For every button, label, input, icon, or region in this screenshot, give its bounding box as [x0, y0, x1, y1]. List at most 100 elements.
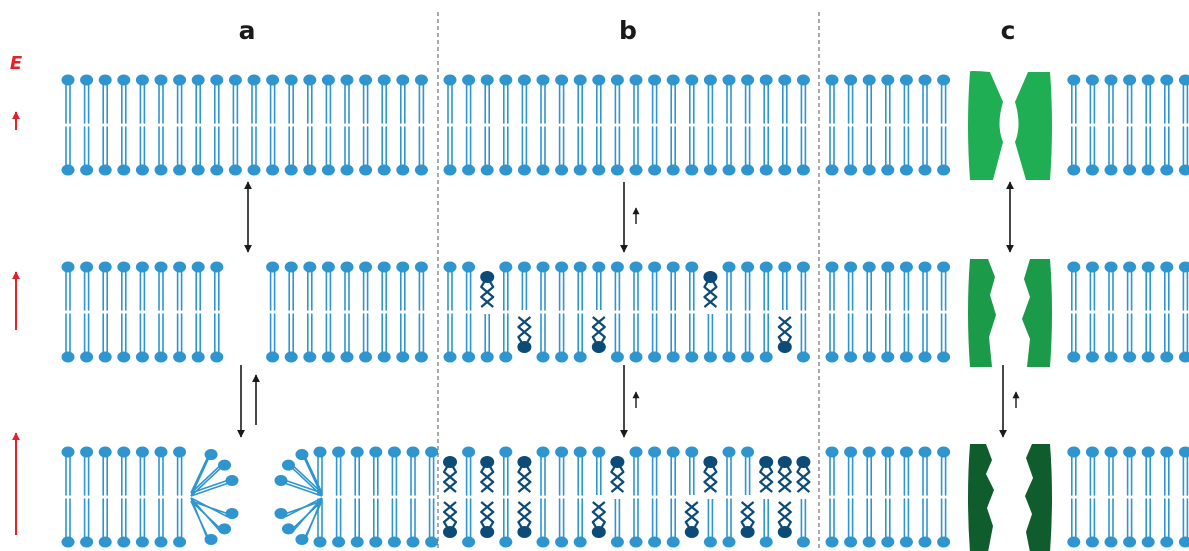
b-row2-lipid	[758, 260, 774, 364]
transition-arrows	[237, 181, 1020, 438]
c-row3-membrane-protein	[968, 444, 1052, 551]
b-row3-lipid-half	[592, 446, 606, 495]
c-row2-lipid	[1178, 260, 1189, 364]
a-row1-lipid	[97, 73, 113, 177]
b-row2-lipid	[684, 260, 700, 364]
c-row3-lipid	[1085, 445, 1100, 549]
b-row1-lipid	[777, 73, 793, 177]
b-row1-lipid	[628, 73, 644, 177]
panel-label-b: b	[619, 16, 637, 45]
b-row1-lipid	[498, 73, 514, 177]
c-row1-membrane-protein-left-subunit	[968, 71, 1003, 180]
a-row1-lipid	[190, 73, 206, 177]
b-row1-lipid	[442, 73, 458, 177]
c-row1-lipid	[1103, 73, 1119, 177]
c-row3-lipid	[936, 445, 951, 549]
c-row2-lipid	[1122, 260, 1137, 364]
a-row1-lipid	[414, 73, 429, 177]
c-row3-lipid	[861, 445, 877, 549]
b-row3-lipid-half	[759, 499, 773, 548]
c-row2-membrane-protein-right-subunit	[1022, 259, 1052, 367]
a-row3-lipid	[424, 445, 439, 549]
a-row1-lipid	[79, 73, 94, 177]
c-row3-lipid	[1178, 445, 1189, 549]
c-row2-lipid	[824, 260, 840, 364]
a-row3-pore-rim-left	[190, 449, 239, 545]
b-row3-lipid	[535, 445, 551, 549]
c-row3-lipid	[824, 445, 840, 549]
b-row1-lipid	[758, 73, 774, 177]
c-row2-lipid	[917, 260, 933, 364]
b-row2-lipid-half	[592, 261, 606, 310]
a-row2-lipid	[265, 260, 280, 364]
c-row3-lipid	[1122, 445, 1137, 549]
a-row1-lipid	[153, 73, 169, 177]
b-row3-lipid-half	[796, 499, 810, 548]
b-row3-lipid-half	[610, 499, 624, 548]
b-row3-oxidized-lipid	[740, 501, 755, 538]
c-row1-lipid	[1066, 73, 1082, 177]
panel-label-a: a	[239, 16, 256, 45]
c-row1-lipid	[917, 73, 933, 177]
b-row3-lipid	[498, 445, 514, 549]
b-row3-oxidized-lipid	[684, 501, 699, 538]
b-row2-oxidized-lipid	[480, 271, 495, 308]
b-row2-lipid	[554, 260, 569, 364]
c-row1-lipid	[1159, 73, 1175, 177]
a-row1-lipid	[209, 73, 225, 177]
a-row3-lipid	[153, 445, 169, 549]
a-row3-lipid	[349, 445, 365, 549]
b-row1-lipid	[479, 73, 495, 177]
a-row2-lipid	[79, 260, 94, 364]
c-row3-lipid	[1103, 445, 1119, 549]
a-row3-lipid	[97, 445, 113, 549]
b-row3-lipid-half	[741, 446, 755, 495]
a-row2-lipid	[339, 260, 355, 364]
b-row2-oxidized-lipid	[777, 316, 792, 353]
b-row3-oxidized-lipid	[610, 456, 625, 493]
b-row3-lipid-half	[703, 499, 717, 548]
b-row2-lipid	[628, 260, 644, 364]
a-row3-lipid	[135, 445, 150, 549]
b-row2-lipid	[610, 260, 625, 364]
a-row3-lipid	[172, 445, 187, 549]
c-row1-lipid	[1140, 73, 1156, 177]
panel-label-c: c	[1001, 16, 1016, 45]
b-row1-lipid	[647, 73, 662, 177]
b-row1-lipid	[796, 73, 811, 177]
b-row3-oxidized-lipid	[591, 501, 606, 538]
b-row3-lipid	[554, 445, 569, 549]
energy-axis-label: E	[10, 53, 23, 74]
b-row3-oxidized-lipid	[442, 501, 458, 538]
c-row3-lipid	[1140, 445, 1156, 549]
c-row1-lipid	[824, 73, 840, 177]
c-row1-lipid	[861, 73, 877, 177]
c-row2-membrane-protein	[968, 259, 1052, 367]
a-row2-lipid	[153, 260, 169, 364]
a-row1-lipid	[283, 73, 299, 177]
b-row2-lipid-half	[703, 314, 717, 363]
b-row3-oxidized-lipid	[517, 501, 532, 538]
c-row3-membrane-protein-left-subunit	[968, 444, 994, 551]
a-row1-lipid	[395, 73, 411, 177]
c-row2-lipid	[861, 260, 877, 364]
a-row3-lipid	[387, 445, 402, 549]
a-row1-lipid	[228, 73, 243, 177]
c-row2-lipid	[1159, 260, 1175, 364]
a-row1-lipid	[60, 73, 76, 177]
c-row1-lipid	[899, 73, 914, 177]
a-row2-lipid	[283, 260, 299, 364]
c-row3-membrane-protein-right-subunit	[1025, 444, 1052, 551]
c-row2-lipid	[1103, 260, 1119, 364]
c-row3-lipid	[880, 445, 896, 549]
a-row1-lipid	[265, 73, 280, 177]
a-row2-lipid	[414, 260, 429, 364]
a-row3-lipid	[312, 445, 328, 549]
a-row3-lipid	[116, 445, 132, 549]
c-row2-lipid	[843, 260, 858, 364]
b-row3-oxidized-lipid	[703, 456, 718, 493]
a-row3-lipid	[331, 445, 346, 549]
c-row3-lipid	[899, 445, 914, 549]
a-row1-lipid	[172, 73, 187, 177]
b-row2-lipid	[796, 260, 811, 364]
